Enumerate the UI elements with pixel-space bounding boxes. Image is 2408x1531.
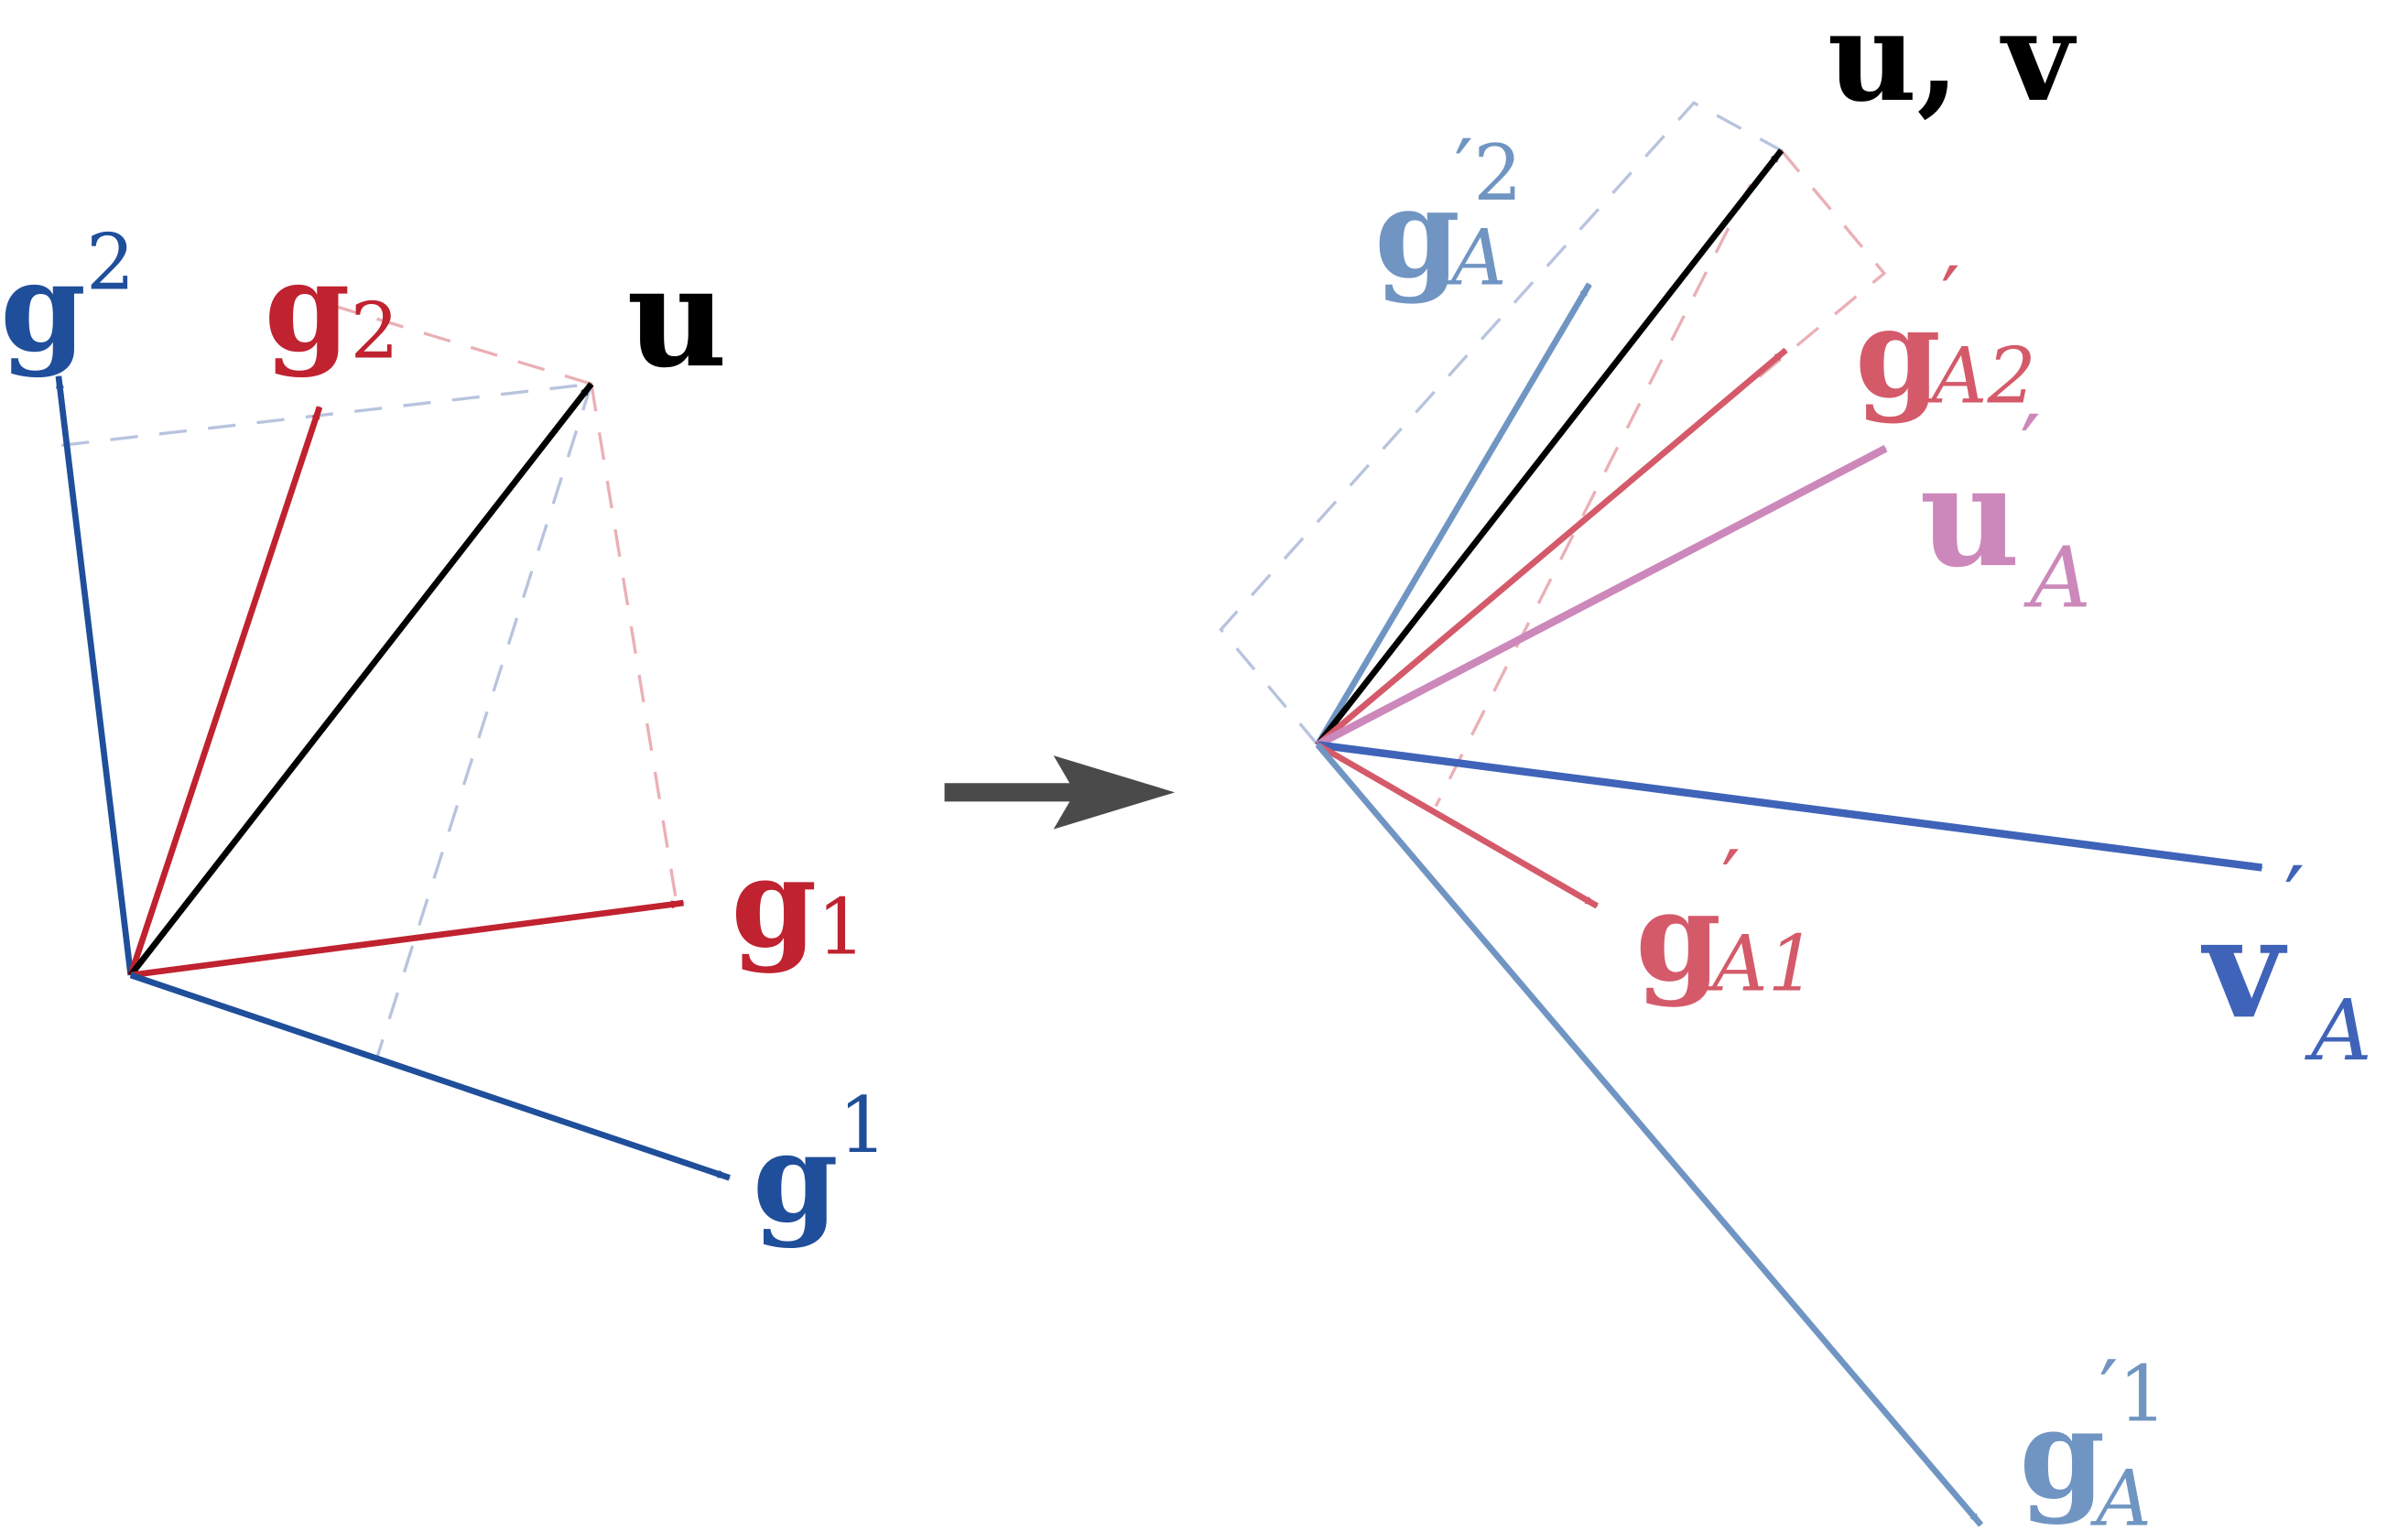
- vector-g-upper2: [55, 375, 135, 976]
- label-g-upper2: g2: [0, 217, 135, 379]
- vector-g-lower1: [130, 899, 685, 979]
- vector-u: [128, 382, 594, 977]
- label-g-lower1: g1: [731, 831, 865, 975]
- label-u: u: [626, 235, 727, 398]
- dashed-line: [374, 383, 593, 1060]
- label-uv: u, v: [1828, 0, 2077, 129]
- dashed-line: [1219, 101, 1783, 746]
- dashed-line: [1749, 149, 1887, 385]
- dashed-line: [61, 382, 592, 448]
- right-dashed-lines: [1219, 101, 1887, 808]
- left-dashed-lines: [61, 305, 678, 1060]
- label-gA-lower2: g′A2: [1855, 248, 2036, 425]
- label-g-lower2: g2: [265, 234, 399, 379]
- label-g-upper1: g1: [753, 1080, 887, 1250]
- vector-gA-upper2: [1315, 282, 1592, 747]
- vector-vA: [1317, 741, 2263, 872]
- vector-uA: [1316, 444, 1888, 749]
- vector-gA-upper1: [1315, 743, 1984, 1527]
- dashed-line: [590, 383, 678, 899]
- label-gA-lower1: g′A1: [1635, 831, 1817, 1008]
- vector-g-upper1: [129, 972, 732, 1181]
- label-uA: u′A: [1919, 396, 2090, 627]
- vector-g-lower2: [127, 405, 323, 976]
- dashed-line: [1434, 183, 1752, 808]
- dashed-line: [337, 305, 592, 385]
- label-vA: v′A: [2201, 847, 2372, 1080]
- vector-gA-lower2: [1315, 347, 1788, 747]
- transform-arrow: [944, 755, 1176, 830]
- vector-uv: [1315, 148, 1784, 747]
- vector-gA-lower1: [1316, 742, 1599, 909]
